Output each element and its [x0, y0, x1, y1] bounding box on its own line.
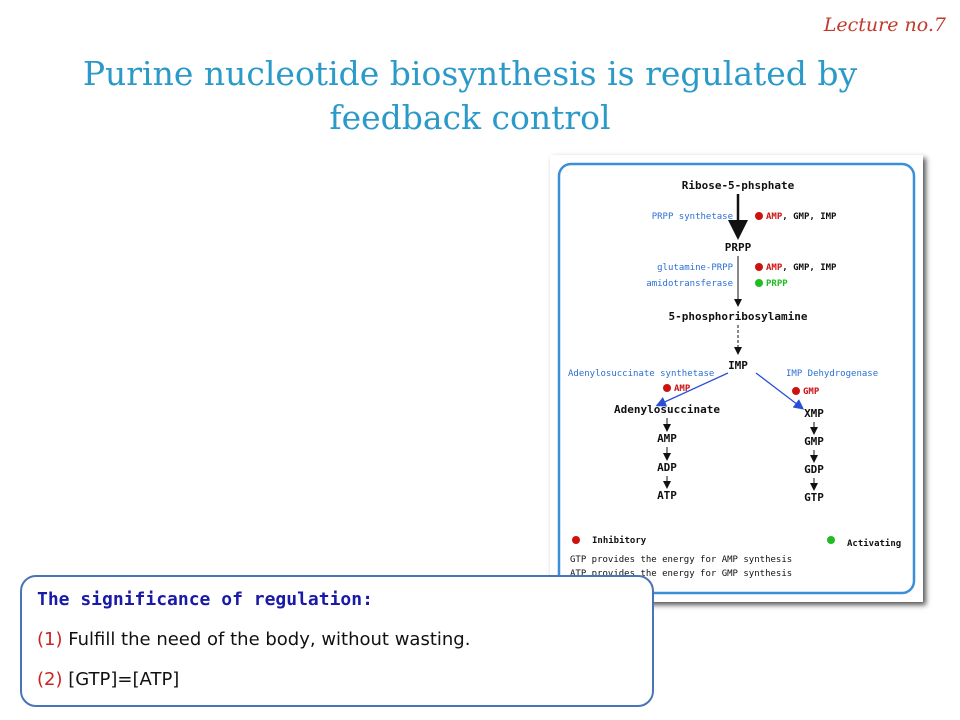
significance-item-1: (1) Fulfill the need of the body, withou…: [37, 629, 470, 650]
inhibitory-dot: [792, 387, 800, 395]
item-text: Fulfill the need of the body, without wa…: [62, 629, 471, 650]
legend-inhibitory-dot: [572, 536, 580, 544]
regulator-gmp: GMP: [803, 387, 820, 397]
diagram-frame: [557, 162, 916, 595]
inhibitory-dot: [755, 263, 763, 271]
activating-dot: [755, 279, 763, 287]
metabolite-imp: IMP: [728, 359, 748, 372]
legend-activating-dot: [827, 536, 835, 544]
item-number: (2): [37, 669, 63, 690]
enzyme-imp-dehydrogenase: IMP Dehydrogenase: [786, 369, 878, 379]
metabolite-gdp: GDP: [804, 463, 824, 476]
enzyme-adenylosuccinate-synthetase: Adenylosuccinate synthetase: [568, 369, 714, 379]
lecture-number: Lecture no.7: [823, 14, 946, 36]
enzyme-glutamine-prpp-line2: amidotransferase: [646, 279, 733, 289]
inhibitory-dot: [663, 384, 671, 392]
legend-activating: Activating: [847, 538, 901, 549]
regulator-amp: AMP: [674, 384, 691, 394]
regulators-amidotransferase: AMP, GMP, IMP: [766, 263, 837, 273]
significance-box: The significance of regulation: (1) Fulf…: [20, 575, 654, 707]
arrow-imp-to-adenylosuccinate: [655, 372, 729, 407]
metabolite-atp: ATP: [657, 489, 677, 502]
activator-prpp: PRPP: [766, 279, 788, 289]
significance-heading: The significance of regulation:: [37, 589, 373, 610]
metabolite-5-phosphoribosylamine: 5-phosphoribosylamine: [668, 310, 807, 323]
metabolite-gtp: GTP: [804, 491, 824, 504]
metabolite-adenylosuccinate: Adenylosuccinate: [614, 403, 720, 416]
metabolite-ribose-5-phosphate: Ribose-5-phsphate: [682, 179, 795, 192]
title-line-2: feedback control: [329, 98, 611, 137]
arrow-imp-to-xmp: [755, 372, 805, 410]
enzyme-prpp-synthetase: PRPP synthetase: [652, 212, 733, 222]
regulators-prpp-synthetase: AMP, GMP, IMP: [766, 212, 837, 222]
metabolite-xmp: XMP: [804, 407, 824, 420]
legend-inhibitory: Inhibitory: [592, 535, 647, 546]
enzyme-glutamine-prpp-line1: glutamine-PRPP: [657, 263, 733, 273]
metabolite-gmp: GMP: [804, 435, 824, 448]
item-number: (1): [37, 629, 63, 650]
inhibitory-dot: [755, 212, 763, 220]
metabolite-prpp: PRPP: [725, 241, 752, 254]
legend-note-gtp: GTP provides the energy for AMP synthesi…: [570, 555, 792, 565]
pathway-svg: Ribose-5-phsphate PRPP synthetase AMP, G…: [557, 162, 916, 595]
title-line-1: Purine nucleotide biosynthesis is regula…: [82, 54, 858, 93]
significance-item-2: (2) [GTP]=[ATP]: [37, 669, 179, 690]
metabolite-amp: AMP: [657, 432, 677, 445]
pathway-diagram: Ribose-5-phsphate PRPP synthetase AMP, G…: [550, 155, 923, 602]
metabolite-adp: ADP: [657, 461, 677, 474]
slide-title: Purine nucleotide biosynthesis is regula…: [60, 52, 880, 140]
legend-note-atp: ATP provides the energy for GMP synthesi…: [570, 569, 792, 579]
item-text: [GTP]=[ATP]: [62, 669, 180, 690]
